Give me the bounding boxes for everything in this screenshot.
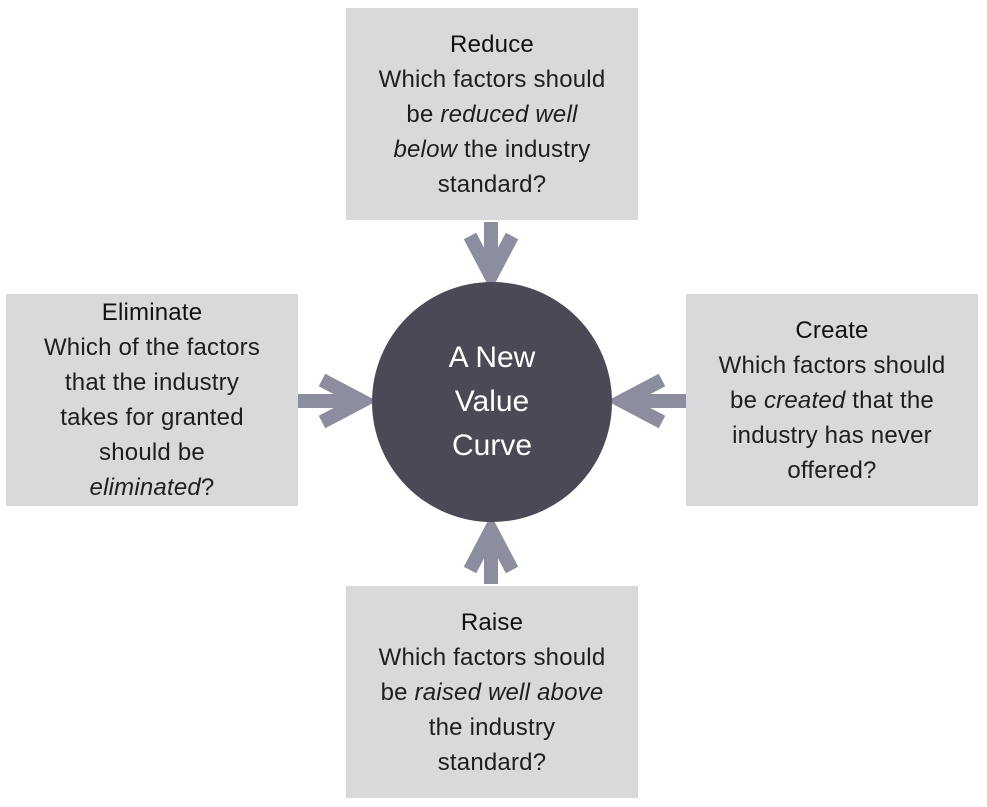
create-text: that the: [845, 386, 934, 414]
eliminate-line: eliminated?: [44, 470, 260, 505]
create-title: Create: [795, 316, 869, 344]
create-line: Which factors should: [718, 351, 946, 379]
eliminate-line: Which of the factors: [43, 334, 261, 361]
create-line: industry has never: [732, 421, 932, 449]
eliminate-line: takes for granted: [60, 404, 244, 431]
reduce-line: Which factors should: [378, 65, 606, 93]
create-question: Which factors should be created that the…: [719, 348, 946, 488]
reduce-box: Reduce Which factors should be reduced w…: [346, 8, 638, 220]
raise-line: the industry: [428, 713, 556, 741]
reduce-emphasis: below: [393, 135, 458, 163]
raise-title: Raise: [460, 608, 524, 636]
eliminate-question: Which of the factors that the industry t…: [44, 330, 260, 505]
raise-line: be raised well above: [379, 675, 606, 710]
eliminate-title: Eliminate: [101, 299, 203, 326]
reduce-emphasis: reduced well: [440, 100, 578, 128]
center-line: A New: [448, 341, 536, 374]
reduce-text: be: [406, 100, 441, 128]
eliminate-box: Eliminate Which of the factors that the …: [6, 294, 298, 506]
create-line: offered?: [787, 456, 877, 484]
raise-line: standard?: [437, 748, 547, 776]
arrow-right-icon: [298, 373, 378, 429]
reduce-line: be reduced well: [379, 97, 606, 132]
create-line: be created that the: [719, 383, 946, 418]
eliminate-emphasis: eliminated: [89, 474, 201, 501]
center-line: Curve: [451, 429, 533, 462]
arrow-down-icon: [463, 222, 519, 292]
eliminate-line: should be: [99, 439, 205, 466]
raise-box: Raise Which factors should be raised wel…: [346, 586, 638, 798]
arrow-left-icon: [606, 373, 686, 429]
reduce-title: Reduce: [450, 30, 534, 58]
value-curve-circle: A New Value Curve: [372, 282, 612, 522]
raise-text: be: [380, 678, 415, 706]
arrow-up-icon: [463, 514, 519, 584]
reduce-line: standard?: [437, 170, 547, 198]
eliminate-text: ?: [200, 474, 215, 501]
reduce-line: below the industry: [379, 132, 606, 167]
create-box: Create Which factors should be created t…: [686, 294, 978, 506]
create-text: be: [730, 386, 764, 414]
eliminate-line: that the industry: [64, 369, 240, 396]
raise-line: Which factors should: [378, 643, 606, 671]
raise-question: Which factors should be raised well abov…: [379, 640, 606, 780]
center-line: Value: [454, 385, 530, 418]
create-emphasis: created: [763, 386, 846, 414]
reduce-question: Which factors should be reduced well bel…: [379, 62, 606, 202]
raise-emphasis: raised well above: [414, 678, 604, 706]
reduce-text: the industry: [457, 135, 591, 163]
